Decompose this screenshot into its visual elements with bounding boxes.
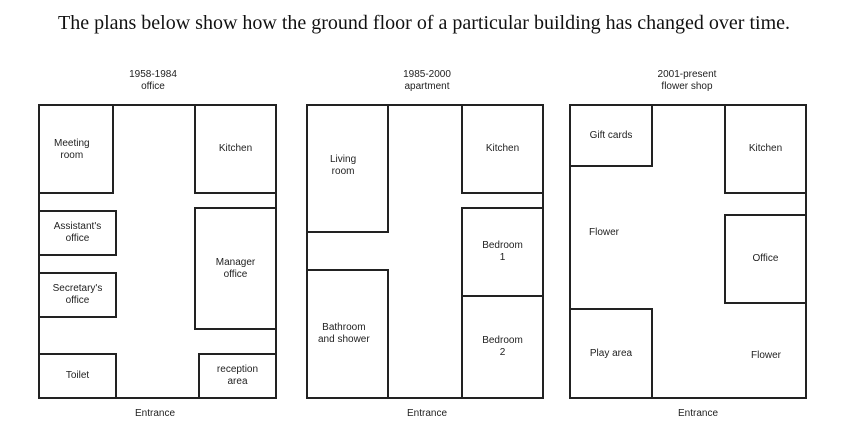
room-meeting-room: Meeting room [38,104,114,194]
entrance-label: Entrance [134,408,176,419]
room-bedroom-1: Bedroom 1 [461,207,544,297]
area-flower: Flower [589,227,620,238]
room-toilet: Toilet [38,353,117,399]
plan-period: 2001-present [657,69,717,80]
room-kitchen: Kitchen [194,104,277,194]
room-play-area: Play area [569,308,653,399]
room-manager-office: Manager office [194,207,277,330]
room-bedroom-2: Bedroom 2 [461,295,544,399]
room-gift-cards: Gift cards [569,104,653,167]
room-kitchen: Kitchen [461,104,544,194]
room-reception-area: reception area [198,353,277,399]
room-assistants-office: Assistant's office [38,210,117,256]
area-flower: Flower [751,350,782,361]
entrance-label: Entrance [406,408,448,419]
entrance-label: Entrance [677,408,719,419]
plan-period: 1985-2000 [403,69,451,80]
plan-use: office [141,81,165,92]
plan-use: flower shop [661,81,713,92]
plan-period: 1958-1984 [129,69,177,80]
room-kitchen: Kitchen [724,104,807,194]
plan-use: apartment [404,81,450,92]
room-living-room: Living room [306,104,389,233]
page-title: The plans below show how the ground floo… [57,12,791,34]
room-office: Office [724,214,807,304]
room-secretarys-office: Secretary's office [38,272,117,318]
room-bathroom: Bathroom and shower [306,269,389,399]
